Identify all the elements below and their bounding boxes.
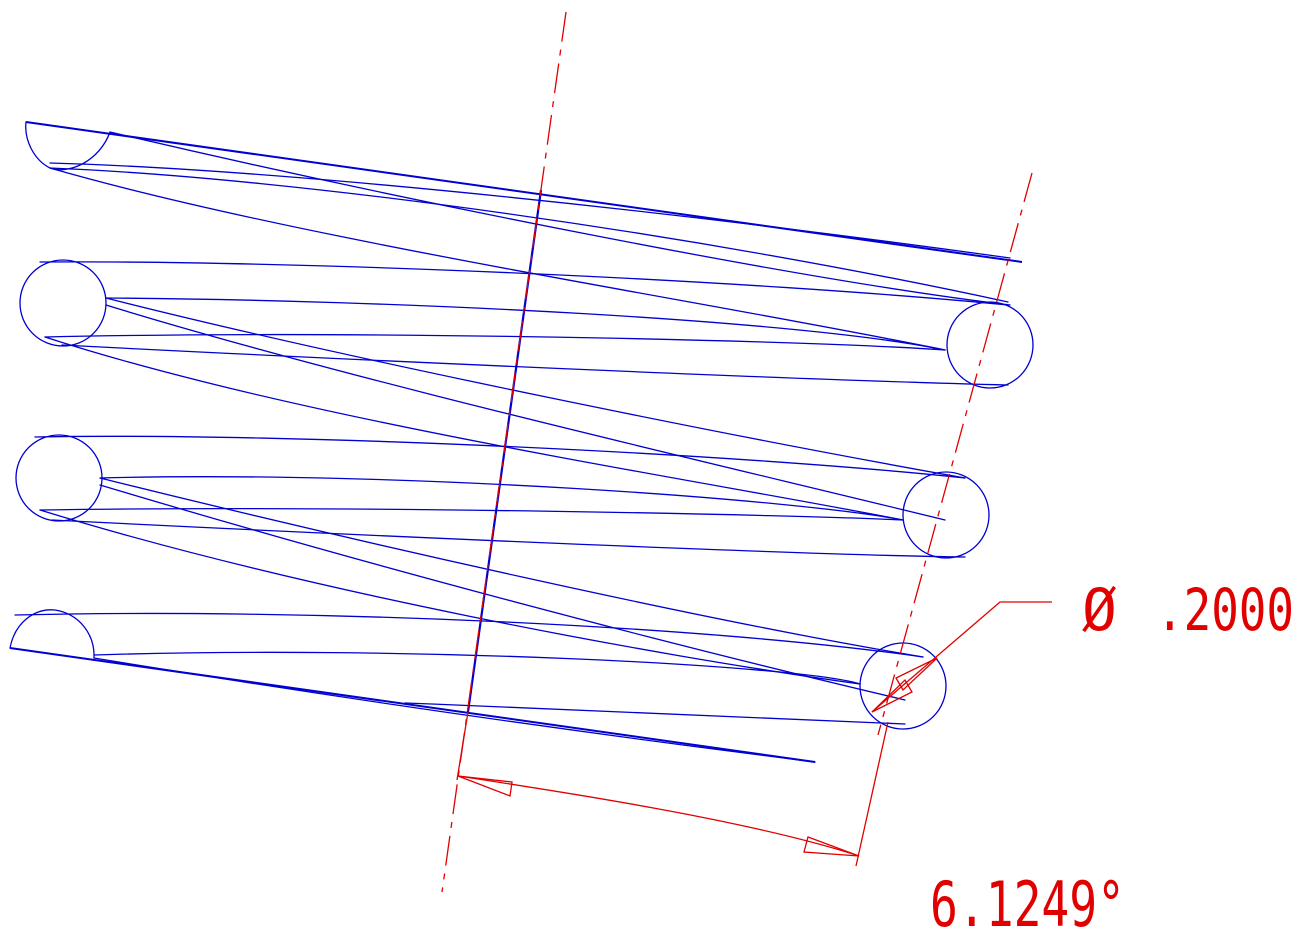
angle-value: 6.1249° [930,868,1125,935]
coil-band-2-bottom [61,344,1009,386]
coil-band-3-top [34,435,966,479]
diameter-arrow-1 [871,678,913,713]
back-wire-1a [109,131,1011,306]
back-wire-3c [99,484,906,701]
coil-band-3-inner [99,476,904,521]
wire-section-left-1 [19,259,107,347]
wire-section-right-2 [902,471,990,559]
back-wire-2b [44,336,904,521]
coil-band-1-top [49,162,1011,259]
angle-dimension-line [457,775,860,857]
annotations: Ø .2000 6.1249° [441,11,1294,935]
back-wire-3a [99,477,924,658]
coil-band-3-bottom [51,519,966,558]
diameter-annotation: Ø .2000 [1082,576,1294,644]
diameter-symbol: Ø [1082,576,1117,644]
spring-coils [9,121,1034,763]
back-wire-2a [105,297,966,479]
coil-band-4-top [14,612,924,658]
coil-band-4-inner [93,651,861,685]
coil-band-4-bottom [404,702,906,725]
coil-band-2-inner [105,297,946,351]
bottom-edge-line [9,647,816,763]
extension-line-right [855,721,889,867]
wire-section-right-1 [946,301,1034,389]
diameter-value: .2000 [1156,576,1294,644]
coil-band-2-lower [44,334,946,351]
wire-section-left-2 [15,434,103,522]
diameter-leader-line [871,601,1052,713]
back-wire-2c [105,304,946,521]
bottom-end-cap [9,609,95,659]
back-wire-4a [93,657,816,763]
top-end-cap [25,121,111,171]
back-wire-1b [49,167,946,351]
coil-band-3-lower [39,507,904,521]
coil-band-2-top [39,261,1009,306]
angle-arrow-right [803,836,860,857]
centerline-right-sections [877,172,1033,736]
angle-arrow-left [457,775,513,797]
top-edge-line [25,121,1023,263]
diameter-arrow-2 [895,657,938,692]
back-wire-3b [39,509,861,685]
coil-band-1-bottom [49,167,1009,303]
extension-line-left [456,711,469,781]
